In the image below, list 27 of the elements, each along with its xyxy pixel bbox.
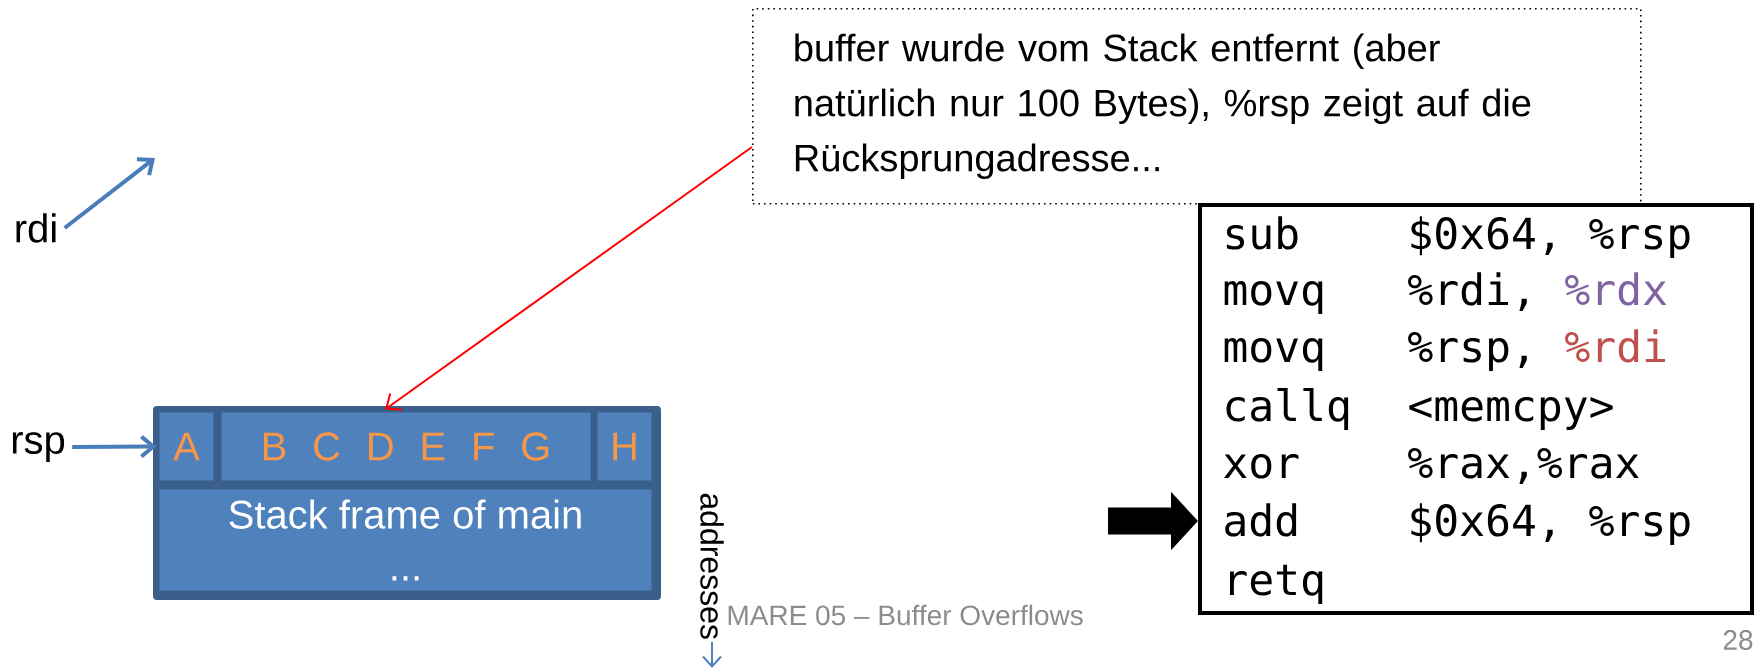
code-text: %rdi, xyxy=(1408,272,1527,312)
arrow xyxy=(63,157,155,230)
direction-label: addresses xyxy=(700,493,724,639)
register-label: rdi xyxy=(16,213,56,243)
code-text: %rdx xyxy=(1565,272,1667,306)
code-text: <memcpy> xyxy=(1409,396,1613,430)
footer-text: MARE 05 – Buffer Overflows xyxy=(728,604,1083,626)
code-box xyxy=(1198,203,1754,615)
code-text: %rdi xyxy=(1565,329,1665,363)
code-text: callq xyxy=(1226,388,1349,431)
code-text: $0x64, %rsp xyxy=(1411,216,1690,258)
code-text: sub xyxy=(1226,216,1298,250)
code-text: $0x64, %rsp xyxy=(1411,503,1690,545)
code-text: retq xyxy=(1230,564,1323,605)
code-text: movq xyxy=(1224,280,1323,315)
leader-line xyxy=(385,146,753,411)
arrow xyxy=(72,435,157,459)
stack-frame-cell: Stack frame of main ... xyxy=(156,486,655,594)
callout-box: buffer wurde vom Stack entfernt (aber natürlich nur 100 Bytes), %rsp zeigt auf die Rücksprungadresse... xyxy=(752,8,1642,205)
code-text: add xyxy=(1225,503,1297,537)
stack-cell: A xyxy=(156,409,217,484)
register-label: rsp xyxy=(12,432,65,462)
code-text: %rsp, xyxy=(1408,331,1527,371)
code-text: movq xyxy=(1224,337,1323,372)
stack-cell: H xyxy=(594,409,655,484)
code-text: xor xyxy=(1224,453,1299,479)
code-text: %rax,%rax xyxy=(1408,447,1639,485)
